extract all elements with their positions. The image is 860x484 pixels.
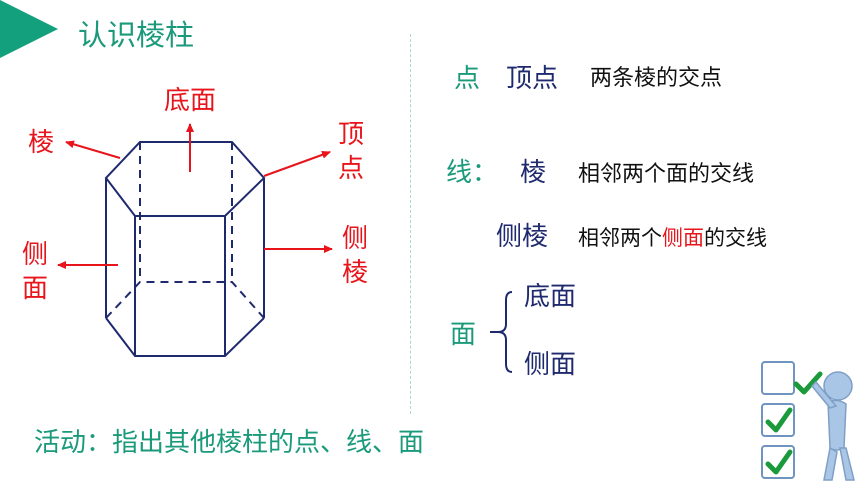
label-edge: 棱 — [28, 128, 55, 158]
point-category: 点 — [454, 64, 481, 94]
checklist-figure-icon — [761, 361, 855, 481]
lateral-edge-description: 相邻两个侧面的交线 — [578, 226, 767, 250]
point-term: 顶点 — [506, 64, 559, 94]
label-vertex: 顶点 — [337, 120, 364, 184]
lateral-edge-term: 侧棱 — [496, 222, 549, 252]
prism-top-face — [104, 141, 266, 217]
line-term: 棱 — [520, 158, 547, 188]
page-title: 认识棱柱 — [78, 18, 195, 52]
point-description: 两条棱的交点 — [590, 66, 723, 91]
hexagonal-prism-diagram — [57, 123, 333, 357]
face-brace — [490, 291, 513, 373]
face-item-bottom: 底面 — [524, 282, 577, 312]
face-category: 面 — [450, 320, 477, 350]
label-lateral-face: 侧面 — [21, 240, 48, 304]
section-divider — [410, 34, 411, 414]
face-item-lateral: 侧面 — [524, 350, 577, 380]
highlight-lateral-face: 侧面 — [662, 226, 704, 250]
prism-bottom-edges — [105, 317, 265, 357]
check-icon — [765, 371, 823, 475]
title-triangle-icon — [0, 0, 58, 58]
label-bottom-face: 底面 — [164, 86, 217, 116]
line-description: 相邻两个面的交线 — [578, 162, 755, 187]
arrow-edge — [65, 140, 121, 159]
activity-text: 活动：指出其他棱柱的点、线、面 — [34, 428, 425, 458]
arrow-vertex — [263, 150, 331, 177]
label-lateral-edge: 侧棱 — [341, 224, 368, 288]
prism-hidden-bottom — [105, 281, 265, 319]
line-category: 线： — [446, 158, 499, 188]
